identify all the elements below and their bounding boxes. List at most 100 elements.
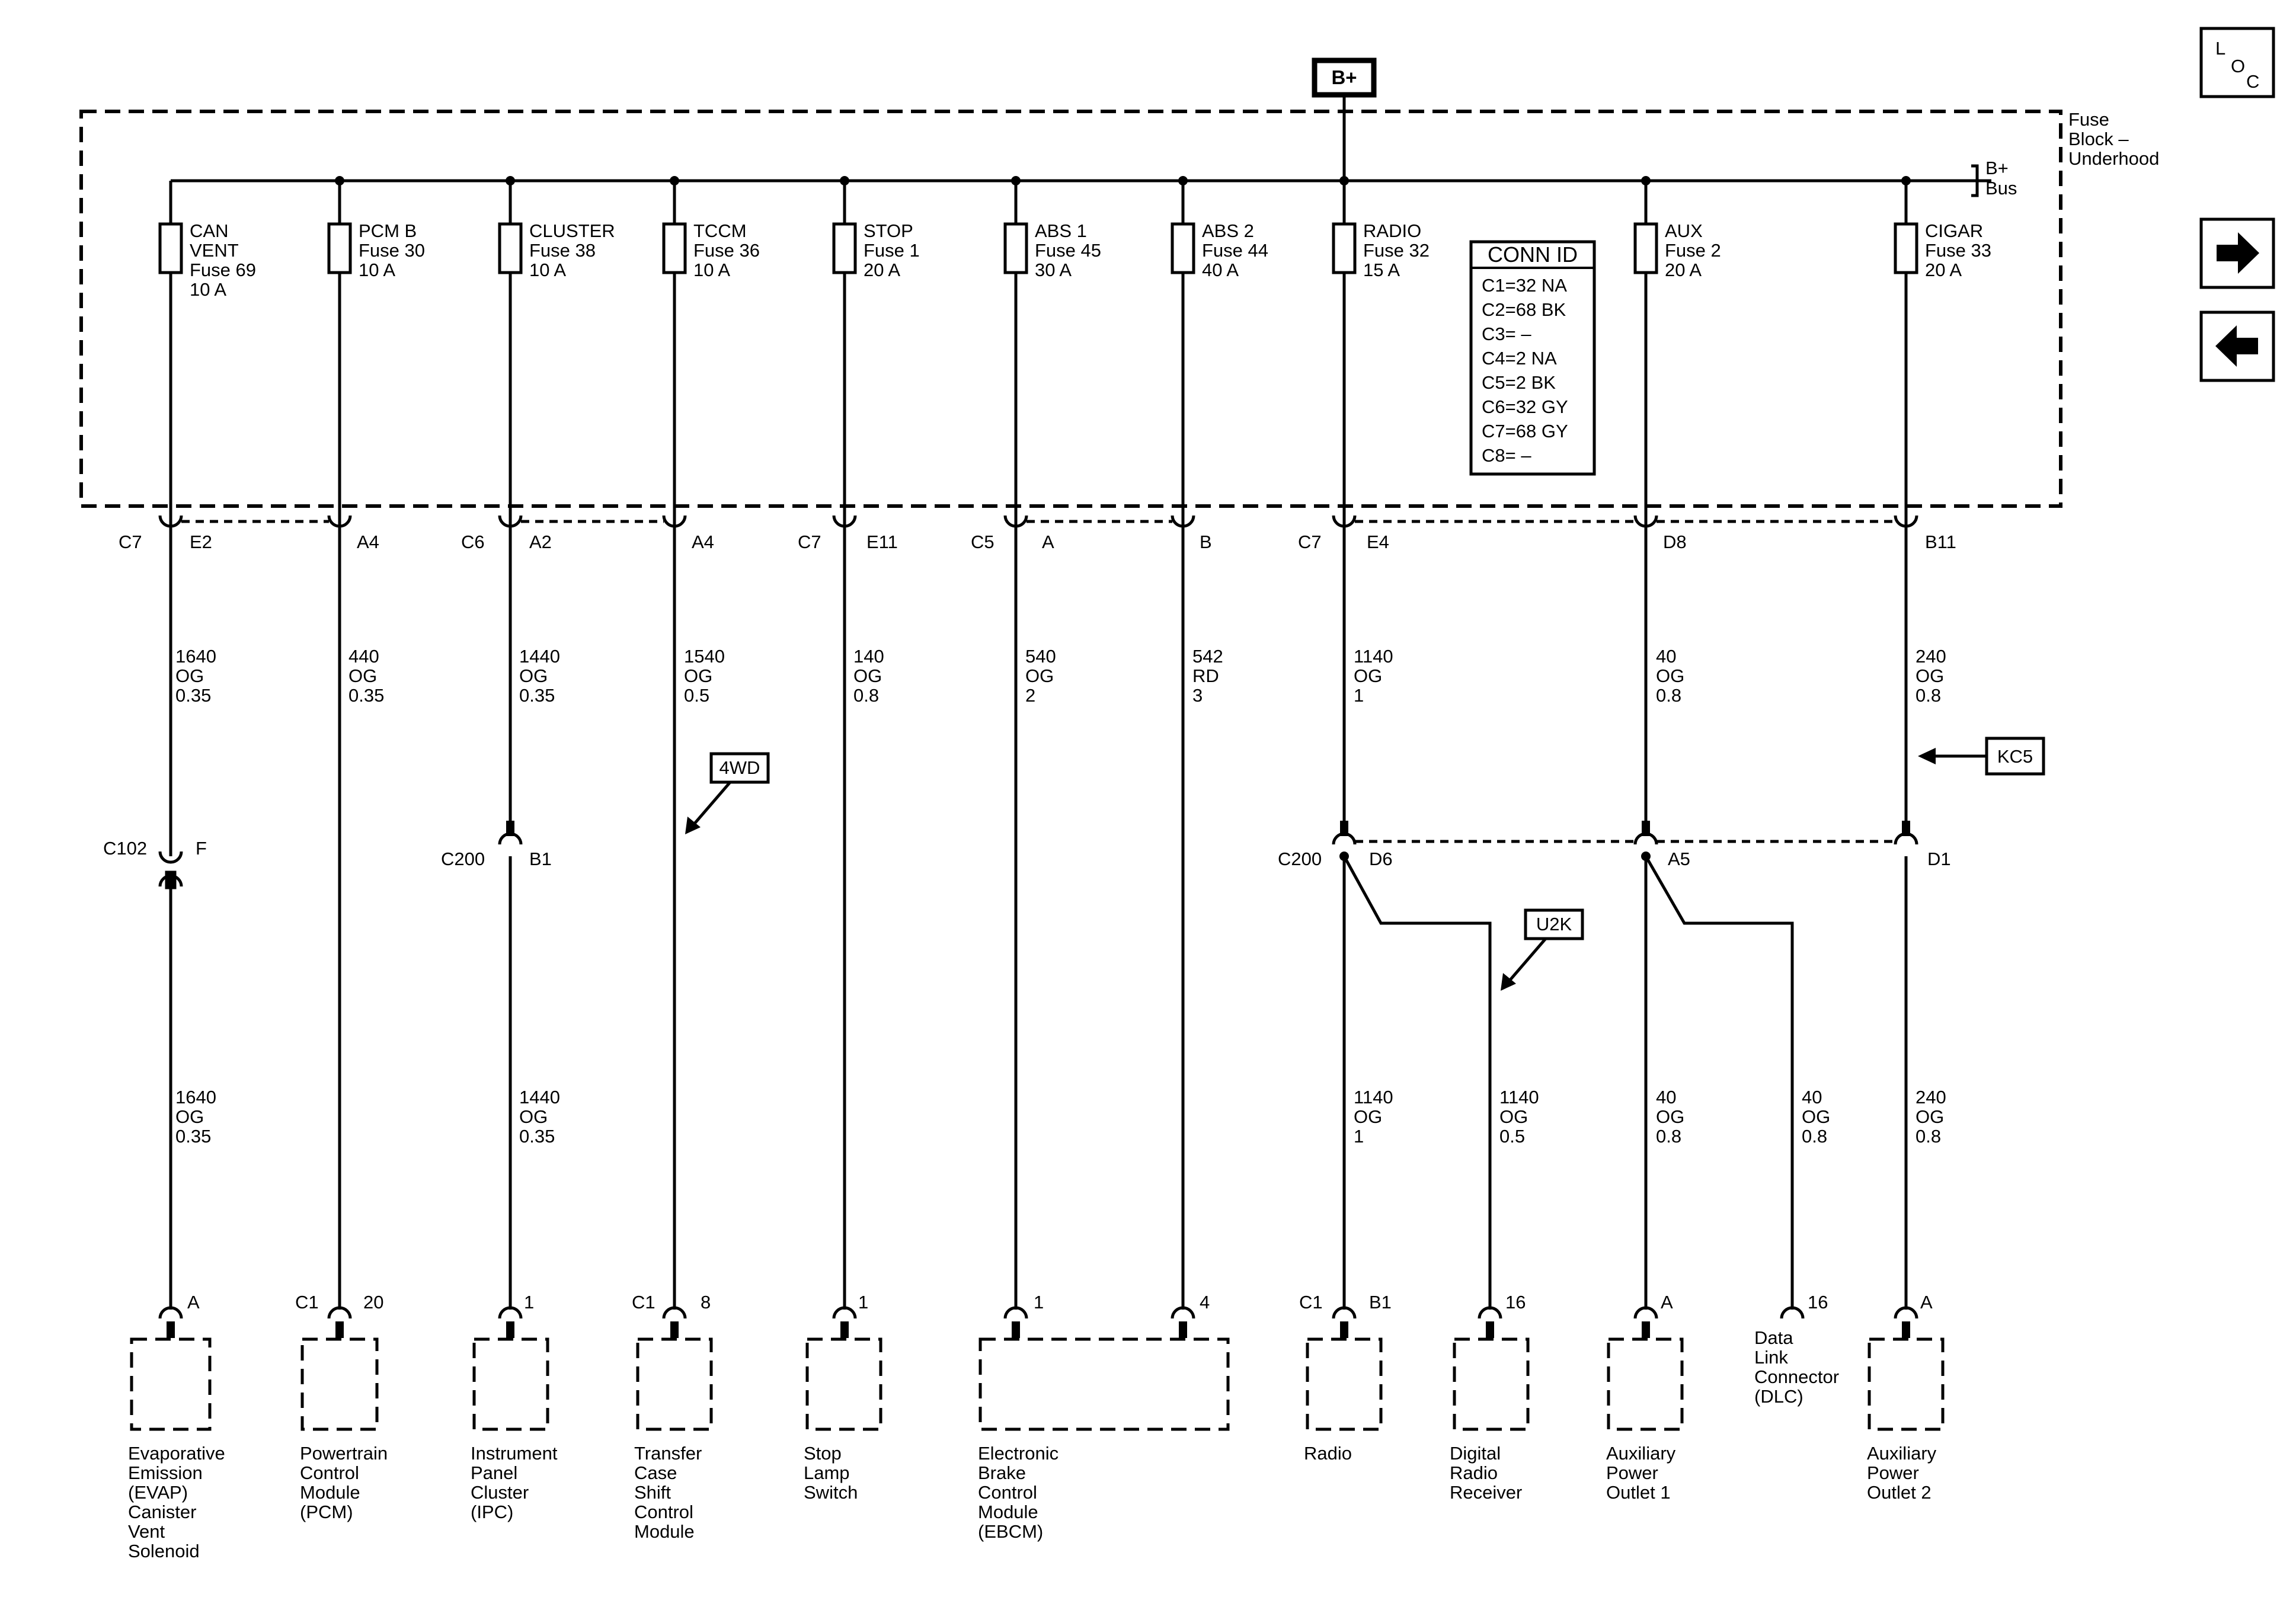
svg-text:VENT: VENT	[190, 240, 239, 261]
svg-text:1: 1	[524, 1292, 534, 1313]
svg-text:1: 1	[1354, 1126, 1364, 1147]
svg-text:OG: OG	[684, 665, 712, 686]
svg-text:240: 240	[1916, 1087, 1946, 1108]
svg-text:440: 440	[348, 646, 379, 667]
svg-text:Electronic: Electronic	[978, 1443, 1059, 1464]
svg-text:8: 8	[701, 1292, 711, 1313]
connector-c200-group	[1332, 821, 1918, 845]
svg-text:B: B	[1200, 532, 1212, 552]
conn-id-table: CONN ID C1=32 NA C2=68 BK C3= – C4=2 NA …	[1469, 240, 1596, 476]
svg-text:Fuse 36: Fuse 36	[693, 240, 760, 261]
conn-id-row: C2=68 BK	[1482, 299, 1566, 320]
svg-text:C6: C6	[461, 532, 485, 552]
tccm-box	[636, 1337, 713, 1431]
svg-text:Auxiliary: Auxiliary	[1867, 1443, 1937, 1464]
block-connector-labels: C7 E2 A4 C6 A2 A4 C7 E11 C5 A B C7 E4 D8…	[119, 532, 1956, 552]
svg-text:(DLC): (DLC)	[1754, 1386, 1803, 1407]
svg-text:16: 16	[1808, 1292, 1828, 1313]
fuse-abs-1: ABS 1 Fuse 45 30 A	[1003, 220, 1101, 280]
component-ipc-name: Instrument Panel Cluster (IPC)	[471, 1443, 558, 1522]
prev-page-button[interactable]	[2199, 311, 2275, 382]
svg-text:E4: E4	[1367, 532, 1389, 552]
svg-text:Outlet 2: Outlet 2	[1867, 1482, 1932, 1503]
svg-text:Case: Case	[634, 1462, 677, 1483]
svg-text:40: 40	[1802, 1087, 1822, 1108]
svg-text:Fuse 33: Fuse 33	[1925, 240, 1991, 261]
c200-b1-conn: C200	[441, 849, 485, 869]
right-arrow-icon	[2217, 232, 2259, 274]
fuse-block-label: Fuse Block – Underhood	[2068, 109, 2159, 169]
conn-id-row: C8= –	[1482, 445, 1531, 466]
loc-button[interactable]: L O C	[2199, 27, 2275, 98]
conn-id-row: C6=32 GY	[1482, 396, 1568, 417]
circuit-wires	[169, 520, 1908, 1310]
svg-text:B1: B1	[1369, 1292, 1392, 1313]
svg-text:Outlet 1: Outlet 1	[1606, 1482, 1671, 1503]
loc-letter-o: O	[2231, 56, 2245, 76]
svg-text:Fuse 2: Fuse 2	[1665, 240, 1721, 261]
svg-text:OG: OG	[519, 1106, 548, 1127]
svg-text:PCM B: PCM B	[359, 220, 417, 241]
c200-d1-pin: D1	[1927, 849, 1951, 869]
svg-text:Fuse 1: Fuse 1	[864, 240, 920, 261]
fuse-stop: STOP Fuse 1 20 A	[832, 220, 920, 280]
svg-text:0.35: 0.35	[519, 685, 555, 706]
svg-text:A: A	[1661, 1292, 1673, 1313]
svg-text:10 A: 10 A	[190, 279, 226, 300]
svg-text:OG: OG	[519, 665, 548, 686]
svg-text:C7: C7	[119, 532, 142, 552]
fuse-tccm: TCCM Fuse 36 10 A	[662, 220, 760, 280]
svg-text:Radio: Radio	[1450, 1462, 1498, 1483]
component-aux2-name: Auxiliary Power Outlet 2	[1867, 1443, 1937, 1503]
svg-text:(EBCM): (EBCM)	[978, 1521, 1043, 1542]
svg-text:Radio: Radio	[1304, 1443, 1352, 1464]
svg-text:Lamp: Lamp	[804, 1462, 850, 1483]
svg-text:Module: Module	[634, 1521, 695, 1542]
svg-text:540: 540	[1025, 646, 1056, 667]
c200-d6-conn: C200	[1278, 849, 1322, 869]
component-terminals	[158, 1306, 1918, 1319]
ebcm-box	[978, 1337, 1230, 1431]
loc-letter-c: C	[2246, 71, 2259, 92]
c200-a5-pin: A5	[1668, 849, 1690, 869]
svg-text:C1: C1	[295, 1292, 319, 1313]
terminal-pins	[167, 1321, 1910, 1338]
svg-text:C1: C1	[632, 1292, 655, 1313]
svg-text:Auxiliary: Auxiliary	[1606, 1443, 1676, 1464]
svg-text:OG: OG	[1025, 665, 1054, 686]
svg-text:Block –: Block –	[2068, 129, 2129, 149]
svg-text:0.8: 0.8	[1656, 1126, 1681, 1147]
svg-text:E11: E11	[866, 532, 898, 552]
svg-text:1640: 1640	[175, 646, 216, 667]
svg-text:CLUSTER: CLUSTER	[529, 220, 615, 241]
svg-text:0.8: 0.8	[1802, 1126, 1827, 1147]
fuse-cigar: CIGAR Fuse 33 20 A	[1894, 220, 1991, 280]
svg-text:U2K: U2K	[1536, 914, 1572, 934]
svg-text:Fuse 45: Fuse 45	[1035, 240, 1101, 261]
svg-text:OG: OG	[1916, 1106, 1944, 1127]
fuse-abs-2: ABS 2 Fuse 44 40 A	[1171, 220, 1268, 280]
svg-text:140: 140	[853, 646, 884, 667]
svg-text:OG: OG	[1656, 1106, 1684, 1127]
svg-text:Underhood: Underhood	[2068, 148, 2159, 169]
svg-text:Canister: Canister	[128, 1502, 196, 1522]
c102-label: C102	[103, 838, 147, 859]
svg-text:Receiver: Receiver	[1450, 1482, 1522, 1503]
svg-text:C1: C1	[1299, 1292, 1323, 1313]
svg-text:B+: B+	[1985, 158, 2009, 178]
svg-text:16: 16	[1505, 1292, 1526, 1313]
svg-text:Fuse 69: Fuse 69	[190, 260, 256, 280]
block-connector-symbols	[158, 515, 1918, 528]
svg-text:Connector: Connector	[1754, 1366, 1839, 1387]
svg-text:10 A: 10 A	[693, 260, 730, 280]
svg-text:542: 542	[1192, 646, 1223, 667]
conn-id-row: C4=2 NA	[1482, 348, 1557, 369]
svg-text:Module: Module	[978, 1502, 1038, 1522]
svg-text:C5: C5	[971, 532, 994, 552]
next-page-button[interactable]	[2199, 217, 2275, 289]
b-plus-supply: B+	[1312, 57, 1377, 98]
svg-text:1640: 1640	[175, 1087, 216, 1108]
svg-text:20 A: 20 A	[864, 260, 900, 280]
